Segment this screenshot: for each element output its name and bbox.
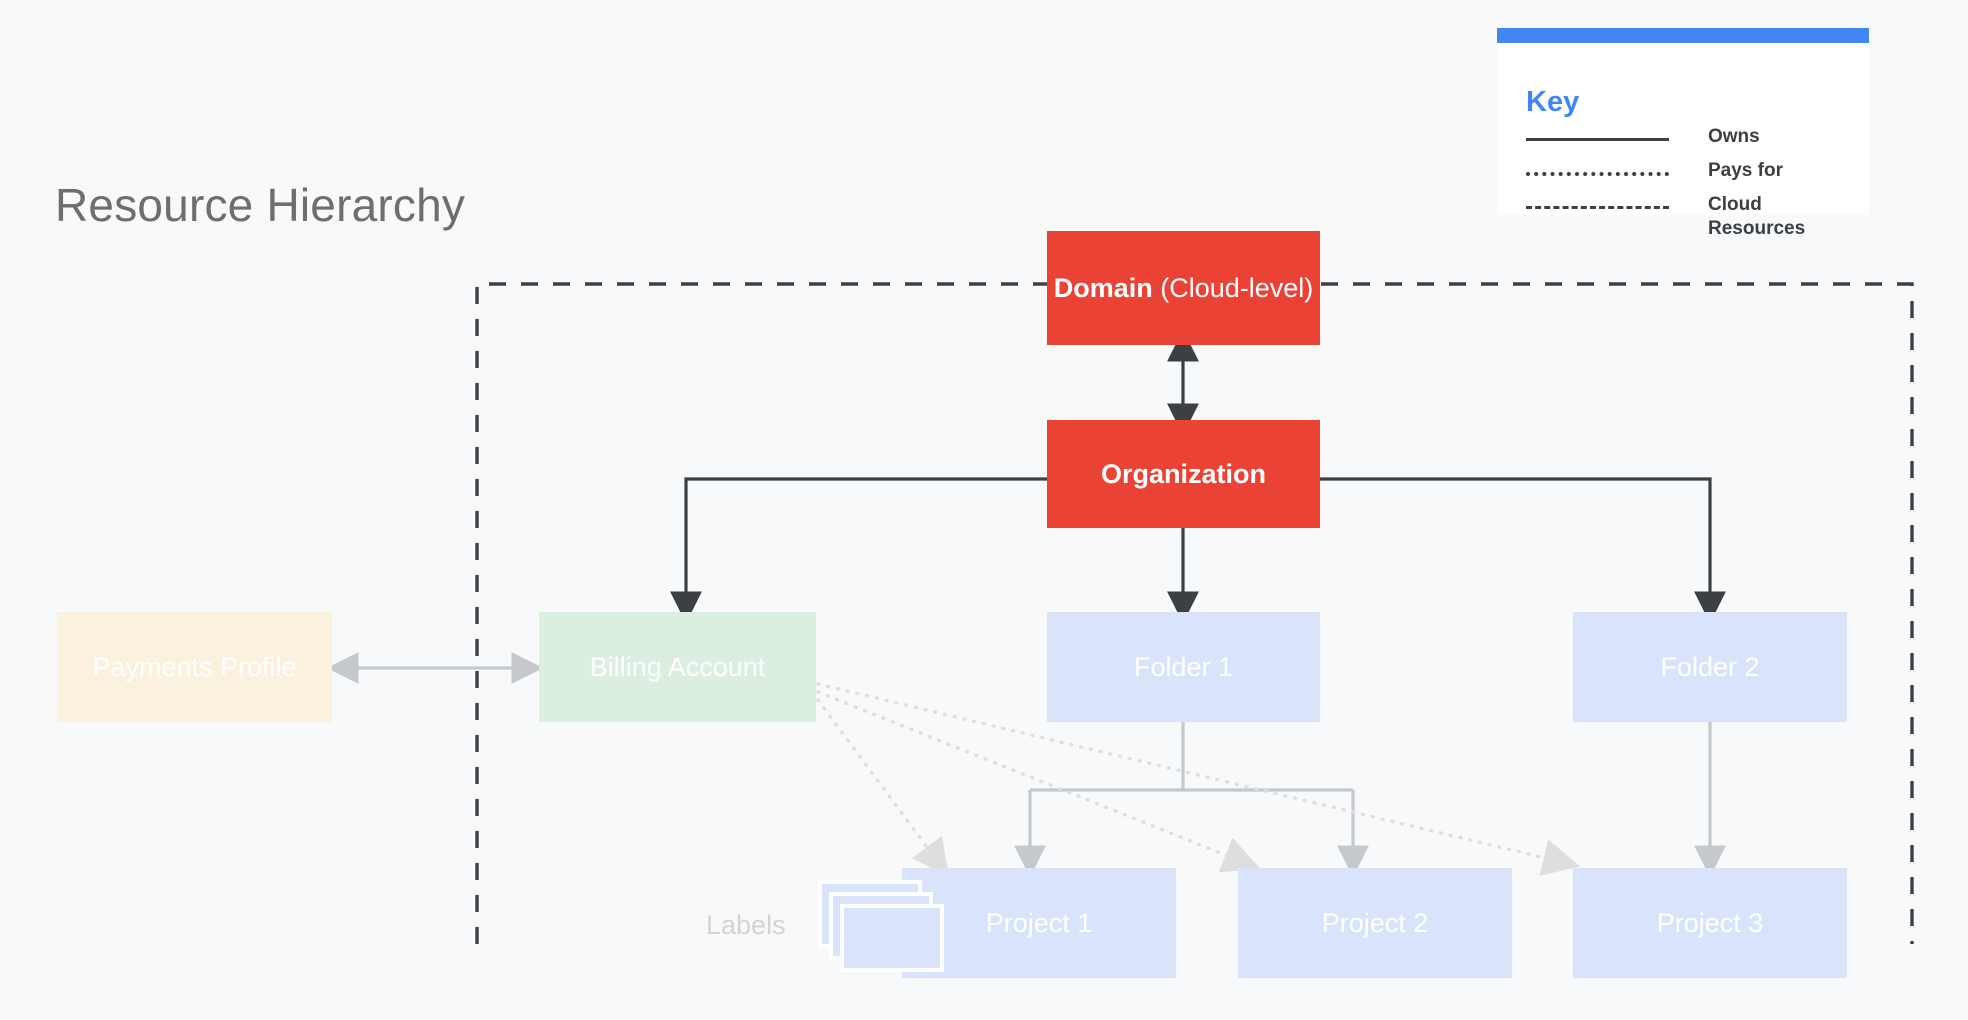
- node-payments-profile-label: Payments Profile: [92, 651, 297, 682]
- node-billing-account[interactable]: Billing Account: [539, 612, 816, 722]
- label-card-icon: [840, 904, 944, 972]
- node-organization[interactable]: Organization: [1047, 420, 1320, 528]
- legend-body: Key Owns Pays for Cloud Resources: [1497, 43, 1869, 239]
- node-organization-label: Organization: [1100, 458, 1266, 489]
- node-domain-sublabel: (Cloud-level): [1160, 272, 1314, 303]
- legend-entry-pays-for: Pays for: [1526, 159, 1856, 189]
- node-project-2[interactable]: Project 2: [1238, 868, 1512, 978]
- edge-billing-account-project-1: [816, 698, 950, 878]
- node-project-1-label: Project 1: [985, 907, 1093, 938]
- legend-entry-label: Owns: [1708, 126, 1760, 147]
- legend-entry-cloud-resources: Cloud Resources: [1526, 193, 1856, 239]
- dotted-line-icon: [1526, 172, 1669, 176]
- legend-entry-label: Pays for: [1708, 160, 1783, 181]
- node-project-3-label: Project 3: [1656, 907, 1764, 938]
- node-project-2-label: Project 2: [1321, 907, 1429, 938]
- node-folder-2[interactable]: Folder 2: [1573, 612, 1847, 722]
- edge-organization-billing-account: [670, 477, 1047, 624]
- labels-group-label: Labels: [706, 910, 786, 940]
- node-project-1[interactable]: Project 1: [902, 868, 1176, 978]
- solid-line-icon: [1526, 138, 1669, 141]
- legend-entry-owns: Owns: [1526, 125, 1856, 155]
- node-folder-2-label: Folder 2: [1660, 651, 1760, 682]
- legend-entry-label: Cloud Resources: [1708, 194, 1806, 239]
- node-project-3[interactable]: Project 3: [1573, 868, 1847, 978]
- node-folder-1[interactable]: Folder 1: [1047, 612, 1320, 722]
- node-folder-1-label: Folder 1: [1133, 651, 1234, 682]
- labels-stack-icon: [818, 880, 948, 976]
- edge-organization-folder-2: [1320, 477, 1726, 624]
- node-payments-profile[interactable]: Payments Profile: [57, 612, 332, 722]
- legend-title: Key: [1526, 86, 1580, 118]
- node-billing-account-label: Billing Account: [589, 651, 766, 682]
- node-domain[interactable]: Domain (Cloud-level): [1047, 231, 1320, 345]
- legend-accent-bar: [1497, 28, 1869, 43]
- dashed-line-icon: [1526, 206, 1669, 209]
- key-legend: Key Owns Pays for Cloud Resources: [1497, 28, 1869, 239]
- node-domain-label: Domain: [1053, 272, 1153, 303]
- page-title: Resource Hierarchy: [55, 179, 466, 231]
